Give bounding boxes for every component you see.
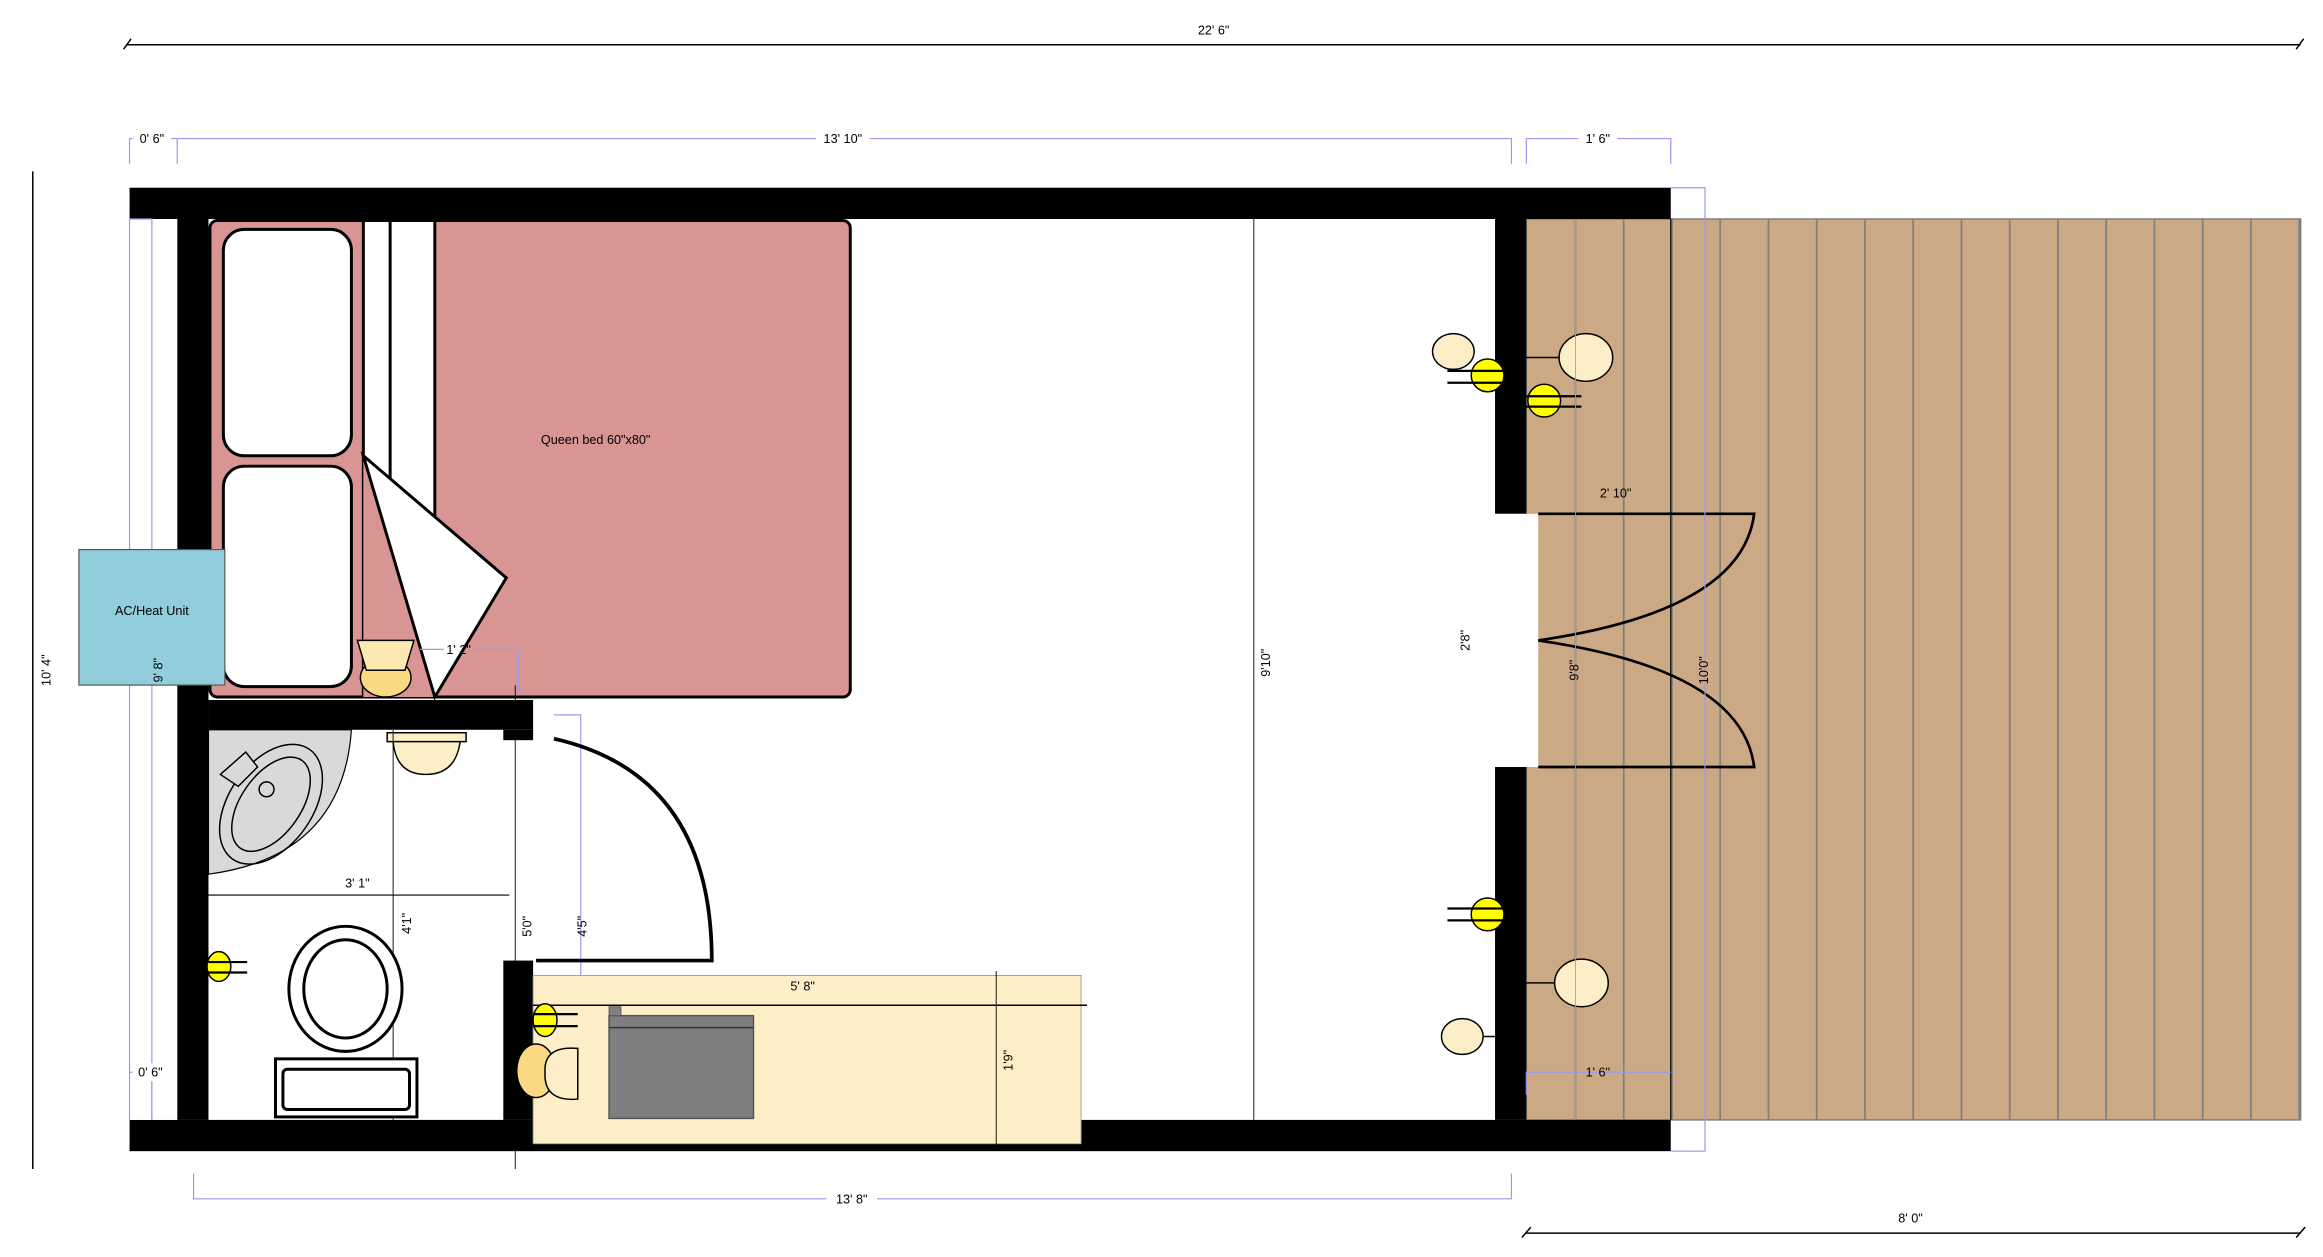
light-switch-icon: [1470, 897, 1505, 932]
appliance: [608, 1014, 755, 1120]
deck-planks: [1574, 218, 2301, 1120]
dim-top-left-offset: 0' 6": [140, 132, 164, 146]
dim-desk-length: 5' 8": [790, 979, 814, 993]
corner-sink[interactable]: [207, 729, 353, 875]
lamp-icon: [1431, 332, 1475, 371]
dim-deck-width: 8' 0": [1898, 1212, 1922, 1226]
light-switch-icon[interactable]: [206, 950, 248, 983]
dim-lamp-offset: 1' 2": [446, 643, 470, 657]
dim-bottom-right-offset: 1' 6": [1586, 1066, 1610, 1080]
entry-lights: [1431, 332, 1614, 1056]
wall-sconce-icon: [515, 1043, 579, 1101]
faucet-icon: [219, 751, 259, 788]
queen-bed[interactable]: Queen bed 60"x80": [208, 218, 852, 701]
dim-interior-width-top: 13' 10": [824, 132, 863, 146]
lamp-icon: [1440, 1017, 1484, 1056]
ac-heat-unit[interactable]: AC/Heat Unit: [78, 548, 226, 686]
toilet[interactable]: [273, 924, 419, 1119]
dim-top-right-offset: 1' 6": [1586, 132, 1610, 146]
lamp-icon: [1558, 332, 1614, 383]
wall-sconce-icon: [356, 639, 415, 698]
desk[interactable]: 5' 8" 1'9": [515, 970, 1088, 1147]
folded-sheet: [360, 451, 509, 701]
light-switch-icon: [1527, 383, 1562, 418]
pillow: [221, 464, 353, 689]
dim-bathroom-door: 4'5": [576, 916, 590, 937]
top-dimensions: 0' 6" 13' 10" 1' 6": [128, 129, 1672, 164]
bed-label: Queen bed 60"x80": [541, 433, 650, 447]
drain-icon: [258, 781, 275, 798]
dim-overall-height: 10' 4": [40, 654, 54, 686]
dim-bathroom-width: 3' 1": [345, 877, 369, 891]
entry-door[interactable]: 2' 10": [1538, 486, 1756, 769]
lamp-icon: [1553, 958, 1609, 1008]
dim-bathroom-wall: 5'0": [521, 916, 535, 937]
bottom-dimensions: 13' 8" 8' 0": [192, 1173, 2306, 1239]
ac-unit-label: AC/Heat Unit: [115, 604, 189, 618]
deck: [1525, 218, 2302, 1121]
overall-width-dimension: 22' 6": [122, 23, 2305, 50]
bathroom: 3' 1" 4'1" 5'0" 4'5": [206, 685, 714, 1170]
dim-interior-width-bottom: 13' 8": [836, 1192, 868, 1206]
overall-height-dimension: 10' 4": [32, 171, 54, 1170]
dim-deck-height: 10'0": [1697, 656, 1711, 684]
dim-bottom-left-offset: 0' 6": [138, 1066, 162, 1080]
dim-left-inner-height: 9' 8": [151, 658, 165, 682]
dim-entry-opening: 2'8": [1459, 630, 1473, 651]
pillow: [221, 227, 353, 458]
ceiling-light-icon: [386, 731, 467, 776]
light-switch-icon[interactable]: [532, 1003, 578, 1038]
dim-deck-inner: 9'8": [1567, 660, 1581, 681]
dim-desk-depth: 1'9": [1002, 1050, 1016, 1071]
bathroom-door[interactable]: [536, 736, 714, 963]
dim-overall-width: 22' 6": [1198, 23, 1230, 37]
dim-room-height: 9'10": [1259, 649, 1273, 677]
dim-entry-door: 2' 10": [1600, 486, 1632, 500]
light-switch-icon: [1470, 358, 1505, 393]
dim-bathroom-depth: 4'1": [400, 913, 414, 934]
